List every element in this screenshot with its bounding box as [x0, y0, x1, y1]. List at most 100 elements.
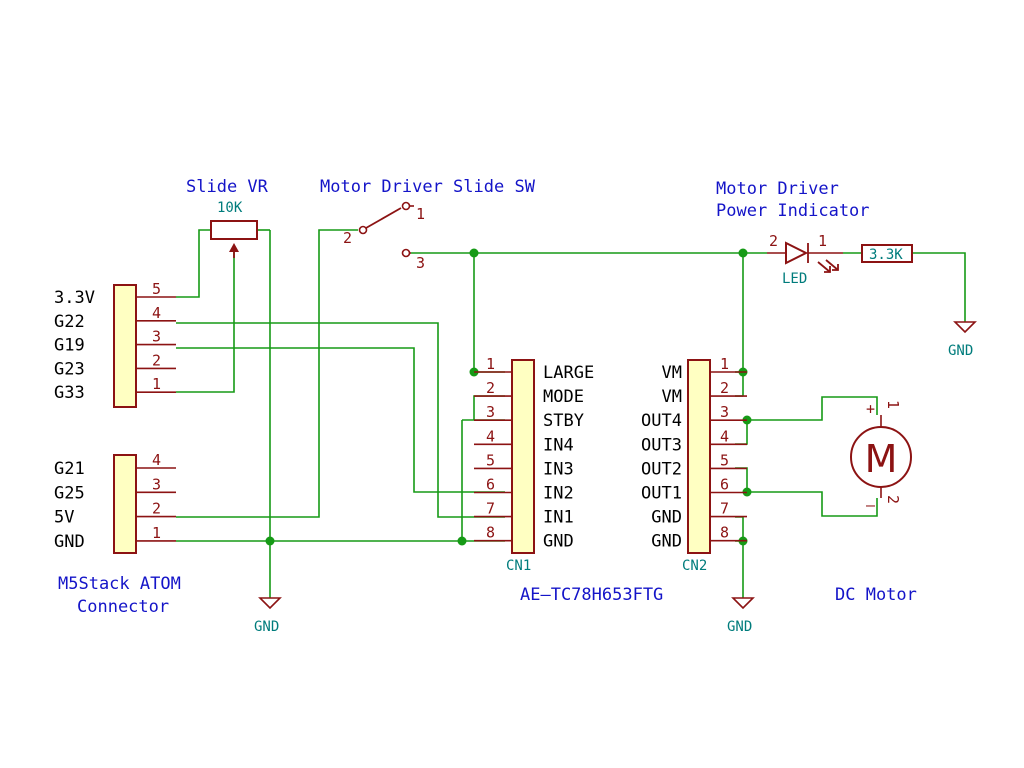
switch-pin-2: 2 [343, 229, 352, 247]
switch-pin-3: 3 [416, 254, 425, 272]
cn2-pin-name: VM [662, 363, 682, 383]
atom-connector-label-line1: M5Stack ATOM [58, 574, 181, 594]
cn1-pin-number: 6 [486, 476, 495, 494]
wire-resistor-to-gnd [912, 252, 966, 322]
connector-top-pin-name: G22 [54, 312, 85, 332]
wire-g19-to-in2 [176, 347, 505, 493]
switch-contact-2 [358, 225, 368, 235]
led-diode-icon [785, 241, 809, 265]
junction-dot [469, 248, 479, 258]
slide-vr: Slide VR 10K [186, 177, 269, 258]
motor-minus-sign: – [866, 496, 876, 514]
wire-5v-to-switch [176, 229, 358, 518]
cn1-pin-number: 5 [486, 451, 495, 469]
connector-bottom-pin-number: 2 [152, 500, 161, 518]
cn1-pin-number: 8 [486, 524, 495, 542]
cn1-pin-name: IN4 [543, 435, 574, 455]
gnd-symbol-indicator: GND [948, 321, 977, 359]
motor-letter: M [865, 437, 898, 481]
wire-out4-to-motor [747, 396, 878, 421]
resistor-body [861, 244, 913, 263]
cn1-body [511, 359, 535, 554]
switch-label: Motor Driver Slide SW [320, 177, 536, 197]
cn1-pin-number: 4 [486, 427, 495, 445]
wire-g22-to-in1 [176, 322, 505, 518]
wire-3v3-to-vr [176, 229, 211, 298]
motor-pin-2: 2 [884, 495, 902, 504]
connector-top-pin-name: G23 [54, 359, 85, 379]
cn2-pin-number: 2 [720, 379, 729, 397]
switch-lever [365, 207, 402, 229]
connector-bottom-body [113, 454, 137, 554]
led-ref-label: LED [782, 271, 807, 287]
vr-wiper-arrow-icon [229, 243, 239, 252]
cn2-pin-name: OUT1 [641, 484, 682, 504]
driver-module-label: AE–TC78H653FTG [520, 585, 663, 605]
cn1-pin-name: STBY [543, 411, 584, 431]
connector-top-pin-name: 3.3V [54, 288, 95, 308]
switch-pin-1: 1 [416, 205, 425, 223]
gnd-label: GND [727, 619, 752, 635]
connector-top-pin-number: 1 [152, 375, 161, 393]
led-pin-1: 1 [818, 232, 827, 250]
junction-dot [738, 248, 748, 258]
switch-contact-3 [401, 248, 411, 258]
cn2-pin-number: 1 [720, 355, 729, 373]
cn2-pin-name: GND [651, 532, 682, 552]
dc-motor-label: DC Motor [835, 585, 917, 605]
cn2-pin-name: GND [651, 508, 682, 528]
cn2-pin-name: OUT3 [641, 435, 682, 455]
cn2-pin-number: 5 [720, 451, 729, 469]
connector-bottom-pin-name: G21 [54, 459, 85, 479]
motor-plus-sign: + [866, 400, 875, 418]
cn2-pin-number: 6 [720, 476, 729, 494]
power-indicator: Motor Driver Power Indicator 2 1 LED 3.3… [716, 179, 913, 287]
cn1-pin-name: MODE [543, 387, 584, 407]
cn1-ref-label: CN1 [506, 558, 531, 574]
connector-top-pin-name: G19 [54, 336, 85, 356]
connector-bottom-pin-name: 5V [54, 508, 74, 528]
junction-dot [457, 536, 467, 546]
gnd-symbol-motor: GND [727, 597, 755, 635]
connector-bottom-pin-number: 1 [152, 524, 161, 542]
cn2-pin-number: 7 [720, 500, 729, 518]
cn1-pin-number: 3 [486, 403, 495, 421]
atom-connector-label-line2: Connector [77, 597, 169, 617]
connector-top-pin-number: 4 [152, 304, 161, 322]
cn1-pin-name: LARGE [543, 363, 594, 383]
led-pin-2: 2 [769, 232, 778, 250]
cn2-ref-label: CN2 [682, 558, 707, 574]
gnd-symbols: GND GND GND [254, 321, 977, 635]
cn1-pin-name: IN3 [543, 459, 574, 479]
cn2-pin-number: 8 [720, 524, 729, 542]
gnd-symbol-atom: GND [254, 597, 282, 635]
cn1-pin-name: IN2 [543, 484, 574, 504]
dc-motor: M + – 1 2 DC Motor [835, 400, 917, 605]
slide-vr-label: Slide VR [186, 177, 269, 197]
wire-wiper-to-g33 [176, 247, 235, 393]
cn1-pin-number: 1 [486, 355, 495, 373]
vr-resistor-body [210, 220, 258, 240]
connector-top-pin-number: 5 [152, 280, 161, 298]
connector-bottom-pin-name: G25 [54, 483, 85, 503]
indicator-label-line1: Motor Driver [716, 179, 839, 199]
switch-contact-1 [401, 201, 411, 211]
cn2-pin-name: VM [662, 387, 682, 407]
cn1-pin-name: IN1 [543, 508, 574, 528]
wire-out1-to-motor [747, 491, 878, 517]
connector-bottom-pin-number: 3 [152, 475, 161, 493]
junction-dot [265, 536, 275, 546]
connector-top-body [113, 284, 137, 408]
gnd-label: GND [948, 343, 973, 359]
connector-top-pin-name: G33 [54, 383, 85, 403]
connector-top-pin-number: 3 [152, 328, 161, 346]
gnd-label: GND [254, 619, 279, 635]
cn2-pin-number: 3 [720, 403, 729, 421]
cn1-pin-number: 7 [486, 500, 495, 518]
motor-pin-1: 1 [884, 400, 902, 409]
